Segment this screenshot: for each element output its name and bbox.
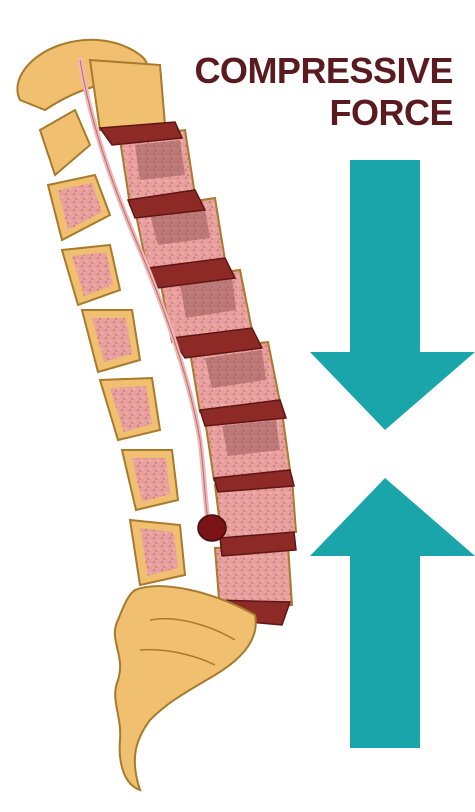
title-line-2: FORCE bbox=[330, 94, 454, 132]
title-line-1: COMPRESSIVE bbox=[194, 52, 453, 90]
disc-herniation bbox=[198, 515, 226, 541]
sacrum bbox=[115, 586, 256, 790]
